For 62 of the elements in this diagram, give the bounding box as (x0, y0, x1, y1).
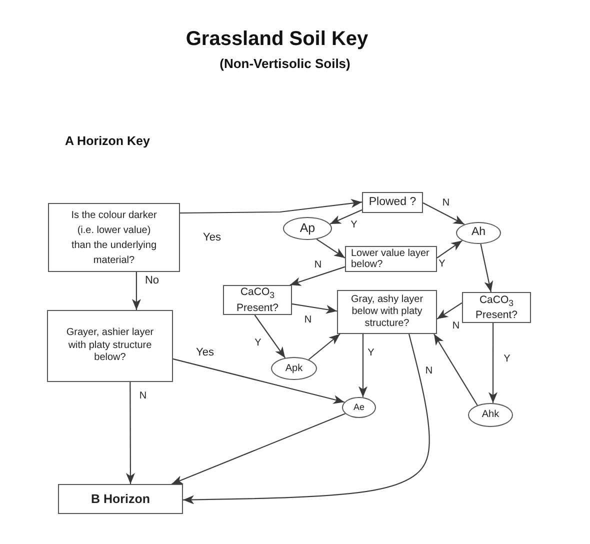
arrow (358, 334, 368, 398)
arrow (126, 382, 135, 484)
edge-label: N (441, 198, 451, 208)
edge-label: Yes (202, 232, 222, 244)
section-heading: A Horizon Key (65, 134, 150, 148)
arrow (436, 302, 462, 320)
arrow (132, 272, 141, 310)
arrow (436, 240, 462, 258)
edge-label: N (424, 366, 434, 376)
arrow (172, 358, 344, 404)
arrow (316, 238, 346, 258)
horizon-label: Ae (353, 402, 364, 413)
arrow (488, 323, 498, 404)
question-box (48, 203, 180, 272)
diagram-title: Grassland Soil Key (186, 28, 368, 51)
edge-label: N (313, 260, 323, 270)
result-text: B Horizon (90, 492, 150, 506)
arrow (422, 202, 465, 225)
horizon-ellipse (342, 397, 376, 418)
edge-label: Y (350, 220, 358, 230)
edge-label: Y (366, 348, 376, 358)
question-box (362, 192, 423, 213)
arrow (434, 334, 478, 406)
edge-label: N (138, 390, 148, 402)
diagram-subtitle: (Non-Vertisolic Soils) (220, 56, 350, 71)
edge-label: Y (438, 258, 446, 270)
arrow (308, 334, 340, 360)
horizon-ellipse (468, 403, 513, 427)
question-text: Plowed ? (368, 196, 416, 210)
arrow (183, 334, 430, 504)
question-text: Is the colour darker (i.e. lower value) than the underlying material? (70, 208, 158, 268)
arrow (290, 266, 346, 286)
question-text: Grayer, ashier layer with platy structure below? (65, 327, 155, 365)
edge-label: N (451, 320, 461, 332)
edge-label: Y (502, 354, 512, 364)
arrow (330, 209, 362, 224)
arrow (292, 303, 338, 314)
horizon-label: Apk (285, 362, 303, 374)
question-text: CaCO$_{3}$ Present? (235, 286, 280, 314)
horizon-label: Ap (300, 221, 316, 236)
question-text: Gray, ashy layer below with platy structure? (350, 294, 424, 330)
arrow (480, 244, 494, 292)
edge-label: N (303, 314, 313, 326)
question-box (337, 290, 437, 334)
horizon-ellipse (456, 222, 501, 244)
arrow (180, 198, 362, 214)
arrow (172, 413, 346, 484)
result-box (58, 484, 183, 514)
edge-label: Y (254, 338, 262, 348)
question-box (462, 292, 531, 323)
edge-label: No (144, 276, 160, 286)
horizon-label: Ahk (482, 409, 500, 421)
arrow (254, 314, 286, 358)
question-text: CaCO$_{3}$ Present? (474, 294, 519, 322)
horizon-ellipse (271, 357, 317, 380)
question-box (223, 285, 292, 315)
question-box (345, 246, 437, 272)
question-text: Lower value layer below? (351, 248, 430, 270)
edge-label: Yes (195, 348, 215, 358)
question-box (47, 310, 173, 382)
horizon-ellipse (283, 217, 332, 240)
horizon-label: Ah (471, 226, 486, 240)
